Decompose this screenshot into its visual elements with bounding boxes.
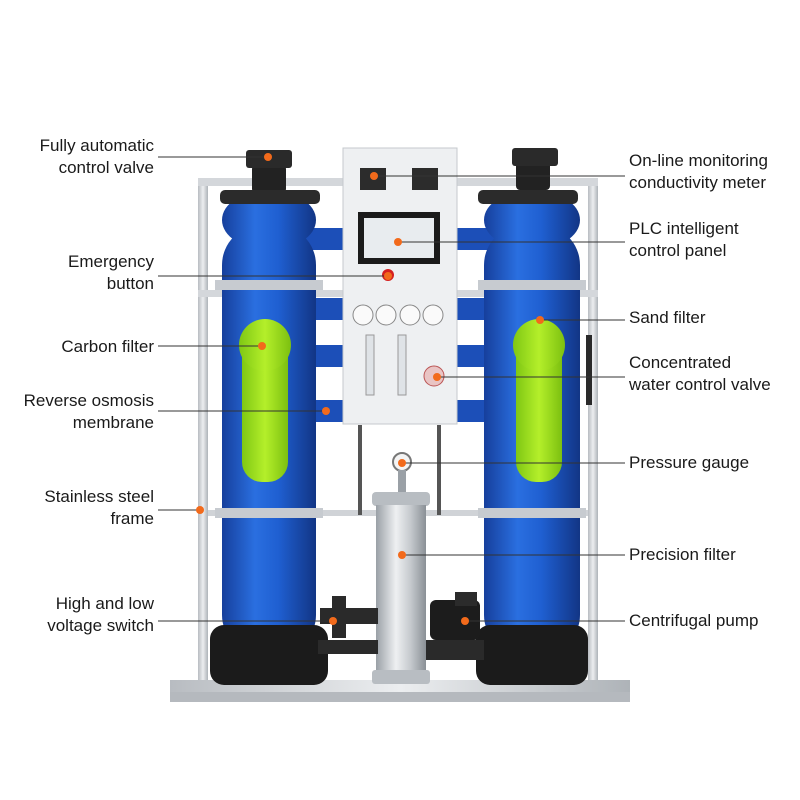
marker-concentrated-valve <box>433 373 441 381</box>
label-precision-filter: Precision filter <box>629 545 736 564</box>
marker-emergency-button <box>384 272 392 280</box>
marker-pressure-gauge <box>398 459 406 467</box>
label-concentrated-water-control-valve: Concentrated water control valve <box>629 353 771 394</box>
label-carbon-filter: Carbon filter <box>61 337 154 356</box>
label-fully-automatic-control-valve: Fully automatic control valve <box>39 136 154 177</box>
carbon-filter-tank <box>210 150 328 685</box>
label-pressure-gauge: Pressure gauge <box>629 453 750 472</box>
label-emergency-button: Emergency button <box>68 252 154 293</box>
marker-centrifugal-pump <box>461 617 469 625</box>
marker-conductivity-meter <box>370 172 378 180</box>
callout-markers <box>196 153 544 625</box>
precision-filter-shape <box>372 452 430 684</box>
sand-filter-tank <box>476 148 592 685</box>
leader-lines <box>158 156 625 622</box>
marker-precision-filter <box>398 551 406 559</box>
marker-plc-panel <box>394 238 402 246</box>
label-reverse-osmosis-membrane: Reverse osmosis membrane <box>23 391 154 432</box>
marker-control-valve <box>264 153 272 161</box>
marker-ro-membrane <box>322 407 330 415</box>
marker-sand-filter <box>536 316 544 324</box>
control-panel-shape <box>342 147 458 515</box>
label-stainless-steel-frame: Stainless steel frame <box>44 487 154 528</box>
marker-steel-frame <box>196 506 204 514</box>
label-centrifugal-pump: Centrifugal pump <box>629 611 759 630</box>
marker-carbon-filter <box>258 342 266 350</box>
marker-voltage-switch <box>329 617 337 625</box>
centrifugal-pump-shape <box>426 592 484 660</box>
voltage-switch-shape <box>318 596 378 654</box>
label-on-line-monitoring-conductivity-meter: On-line monitoring conductivity meter <box>629 151 768 192</box>
label-high-and-low-voltage-switch: High and low voltage switch <box>47 594 154 635</box>
label-sand-filter: Sand filter <box>629 308 706 327</box>
label-plc-intelligent-control-panel: PLC intelligent control panel <box>629 219 739 260</box>
